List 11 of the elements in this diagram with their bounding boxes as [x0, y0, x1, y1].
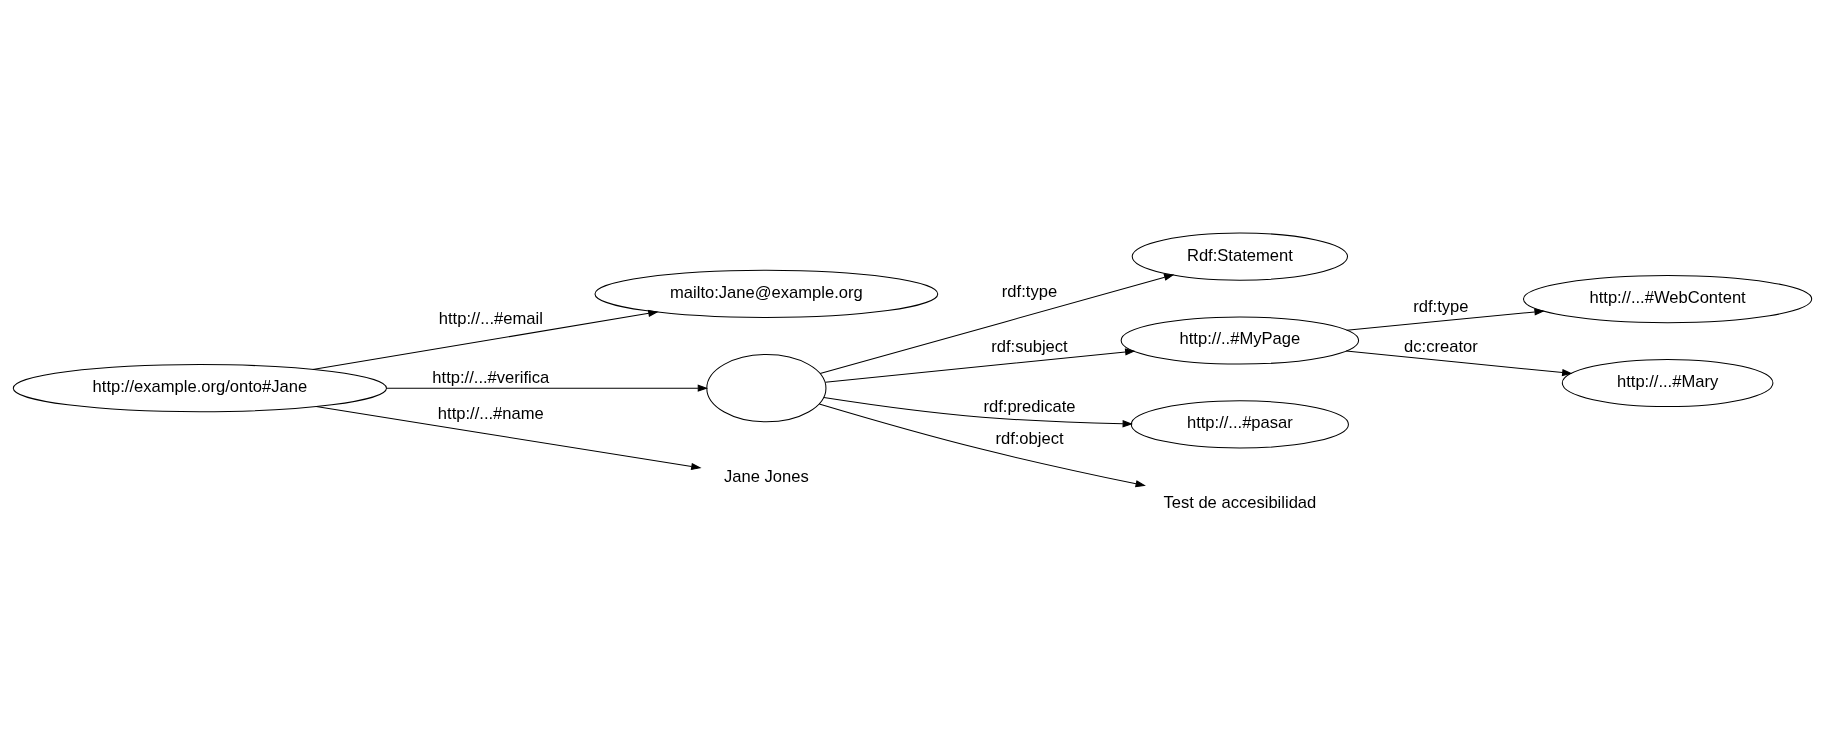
edge-label: rdf:object	[995, 428, 1064, 448]
edge-label: http://...#name	[437, 404, 544, 424]
edge-label: rdf:subject	[991, 336, 1068, 356]
edge-label: http://...#verifica	[432, 367, 550, 387]
edge-label: rdf:type	[1413, 297, 1469, 317]
edge-label: rdf:predicate	[983, 396, 1076, 416]
node-text: Test de accesibilidad	[1163, 493, 1317, 513]
edge-label: http://...#email	[438, 308, 543, 328]
node-text: Jane Jones	[724, 467, 809, 487]
edge-label: dc:creator	[1404, 336, 1478, 356]
edge-label: rdf:type	[1001, 281, 1058, 301]
